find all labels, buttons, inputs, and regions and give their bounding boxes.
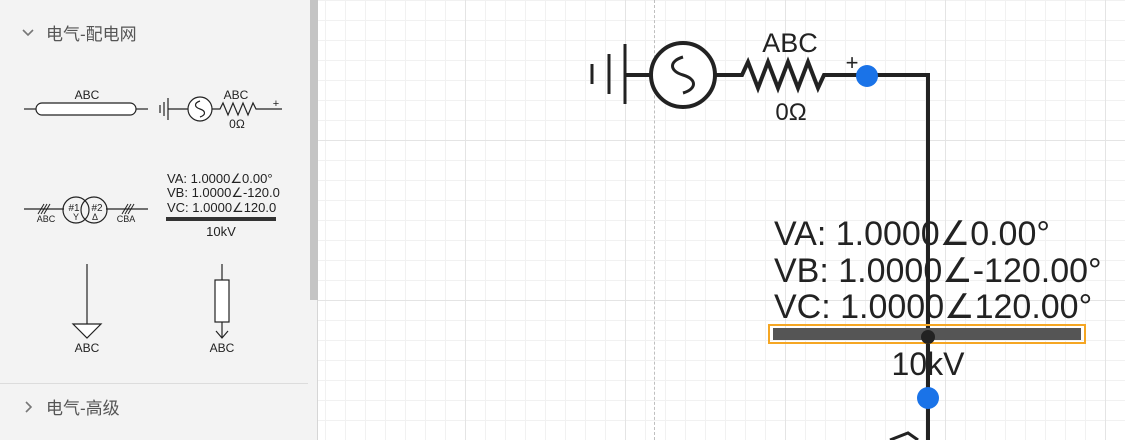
canvas-source-value: 0Ω <box>775 99 806 126</box>
chevron-down-icon <box>22 29 34 37</box>
canvas-voltage-source[interactable]: ABC + 0Ω <box>590 28 868 126</box>
diagram-canvas[interactable]: ABC + 0Ω VA: 1.0000∠0.00° VB: 1.0000∠-12… <box>318 0 1125 440</box>
canvas-busbar[interactable]: VA: 1.0000∠0.00° VB: 1.0000∠-120.00° VC:… <box>768 215 1102 382</box>
transformer-conn2: Δ <box>92 212 98 222</box>
canvas-source-label: ABC <box>762 28 818 58</box>
transformer-right-label: CBA <box>117 214 136 224</box>
connector-wire[interactable] <box>868 73 930 440</box>
source-label: ABC <box>224 88 249 102</box>
partial-shape-fragment <box>889 431 919 440</box>
shape-voltage-source[interactable]: ABC + 0Ω <box>158 88 284 132</box>
transformer-w1: #1 <box>68 203 80 214</box>
transformer-conn1: Y <box>73 212 79 222</box>
section-advanced[interactable]: 电气-高级 <box>0 383 308 429</box>
shape-busbar[interactable]: VA: 1.0000∠0.00° VB: 1.0000∠-120.0 VC: 1… <box>166 170 290 240</box>
shape-load[interactable]: ABC <box>204 264 240 356</box>
busbar-vb: VB: 1.0000∠-120.0 <box>167 185 280 200</box>
section-label: 电气-配电网 <box>46 24 137 44</box>
canvas-busbar-vb: VB: 1.0000∠-120.00° <box>774 252 1102 290</box>
canvas-busbar-vc: VC: 1.0000∠120.00° <box>774 288 1092 326</box>
canvas-busbar-voltage: 10kV <box>892 346 966 382</box>
busbar-vc: VC: 1.0000∠120.0 <box>167 200 276 215</box>
canvas-source-sign: + <box>846 50 859 75</box>
chevron-right-icon <box>25 400 33 413</box>
busbar-va: VA: 1.0000∠0.00° <box>167 171 273 186</box>
shape-transformer[interactable]: #1 #2 Y Δ ABC CBA <box>24 192 154 230</box>
load-label: ABC <box>210 341 235 355</box>
transformer-w2: #2 <box>91 203 103 214</box>
connection-port-handle[interactable] <box>856 65 878 87</box>
cable-label: ABC <box>75 88 100 102</box>
sidebar-scrollbar[interactable] <box>310 0 318 300</box>
source-value: 0Ω <box>229 117 245 131</box>
section-label: 电气-高级 <box>46 399 120 418</box>
ground-label: ABC <box>75 341 100 355</box>
connection-port-handle[interactable] <box>917 387 939 409</box>
shape-cable[interactable]: ABC <box>24 86 150 116</box>
source-sign: + <box>273 98 279 110</box>
busbar-junction <box>921 330 935 344</box>
canvas-busbar-va: VA: 1.0000∠0.00° <box>774 215 1050 253</box>
section-distribution-network[interactable]: 电气-配电网 <box>0 9 308 55</box>
busbar-voltage: 10kV <box>206 224 236 239</box>
shape-library-sidebar: 电气-配电网 ABC ABC + 0Ω <box>0 0 318 440</box>
shape-ground[interactable]: ABC <box>70 264 106 356</box>
transformer-left-label: ABC <box>37 214 56 224</box>
page-break-line <box>654 0 655 440</box>
